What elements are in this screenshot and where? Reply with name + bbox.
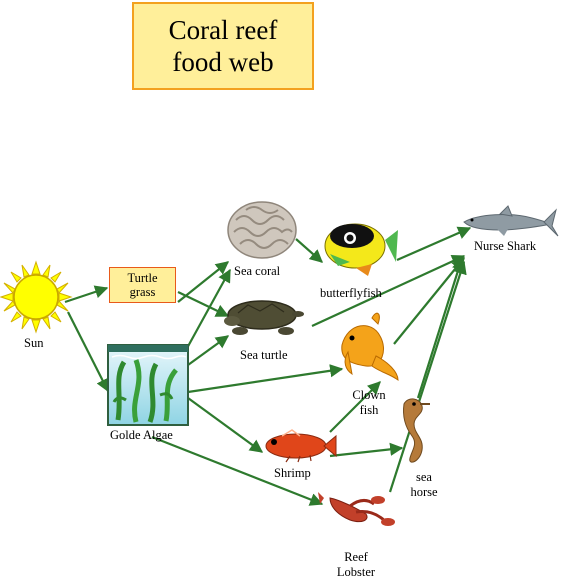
nurse-shark-image	[463, 205, 559, 237]
turtle-grass-label-line-1: Turtle	[127, 271, 158, 285]
title-line-1: Coral reef	[168, 15, 278, 45]
arrow-algae-to-shrimp	[187, 397, 264, 453]
sea-horse-label: sea horse	[406, 470, 442, 500]
arrow-algae-to-sea-turtle	[187, 335, 230, 366]
golden-algae-label: Golde Algae	[110, 428, 173, 442]
arrow-sea-coral-to-butterflyfish	[295, 238, 323, 263]
butterflyfish-label: butterflyfish	[320, 286, 382, 300]
turtle-grass-label-line-2: grass	[129, 285, 156, 299]
reef-lobster-label-line-2: Lobster	[336, 565, 376, 579]
clown-fish-image	[341, 312, 399, 382]
butterflyfish-image	[324, 223, 398, 276]
sea-coral-image	[227, 201, 297, 259]
sea-horse-image	[403, 398, 430, 463]
clown-fish-label-line-1: Clown	[352, 388, 386, 402]
arrow-sun-to-turtle-grass	[64, 285, 109, 304]
golden-algae-image	[107, 344, 189, 426]
sea-horse-label-line-1: sea	[416, 470, 432, 484]
sea-turtle-image	[224, 300, 304, 335]
arrow-algae-to-sea-coral	[185, 268, 231, 351]
arrow-butterflyfish-to-nurse-shark	[396, 226, 472, 262]
arrow-shrimp-to-sea-horse	[329, 442, 404, 458]
clown-fish-label-line-2: fish	[359, 403, 379, 417]
arrow-shrimp-to-clown-fish	[329, 381, 381, 433]
arrow-turtle-grass-to-sea-turtle	[177, 291, 230, 317]
arrow-sea-turtle-to-nurse-shark	[311, 254, 466, 327]
nurse-shark-label: Nurse Shark	[474, 239, 537, 253]
sea-coral-label: Sea coral	[234, 264, 281, 278]
sun-label: Sun	[24, 336, 44, 350]
arrow-algae-to-clown-fish	[187, 364, 344, 394]
sea-turtle-label: Sea turtle	[240, 348, 288, 362]
reef-lobster-label: Reef Lobster	[332, 550, 380, 580]
arrow-sun-to-golden-algae	[67, 311, 109, 393]
sun-icon	[0, 260, 73, 334]
arrow-algae-to-reef-lobster	[151, 435, 324, 506]
arrows	[64, 226, 472, 506]
shrimp-label: Shrimp	[274, 466, 311, 480]
arrow-clown-fish-to-nurse-shark	[393, 256, 465, 345]
title-line-2: food web	[172, 47, 274, 77]
sea-horse-label-line-2: horse	[410, 485, 438, 499]
arrow-reef-lobster-to-nurse-shark	[388, 260, 467, 493]
title-box: Coral reef food web	[132, 2, 314, 90]
turtle-grass-box: Turtle grass	[109, 267, 176, 303]
reef-lobster-label-line-1: Reef	[344, 550, 368, 564]
reef-lobster-image	[318, 492, 395, 526]
clown-fish-label: Clown fish	[350, 388, 388, 418]
shrimp-image	[265, 429, 337, 463]
arrow-sea-horse-to-nurse-shark	[416, 256, 465, 399]
